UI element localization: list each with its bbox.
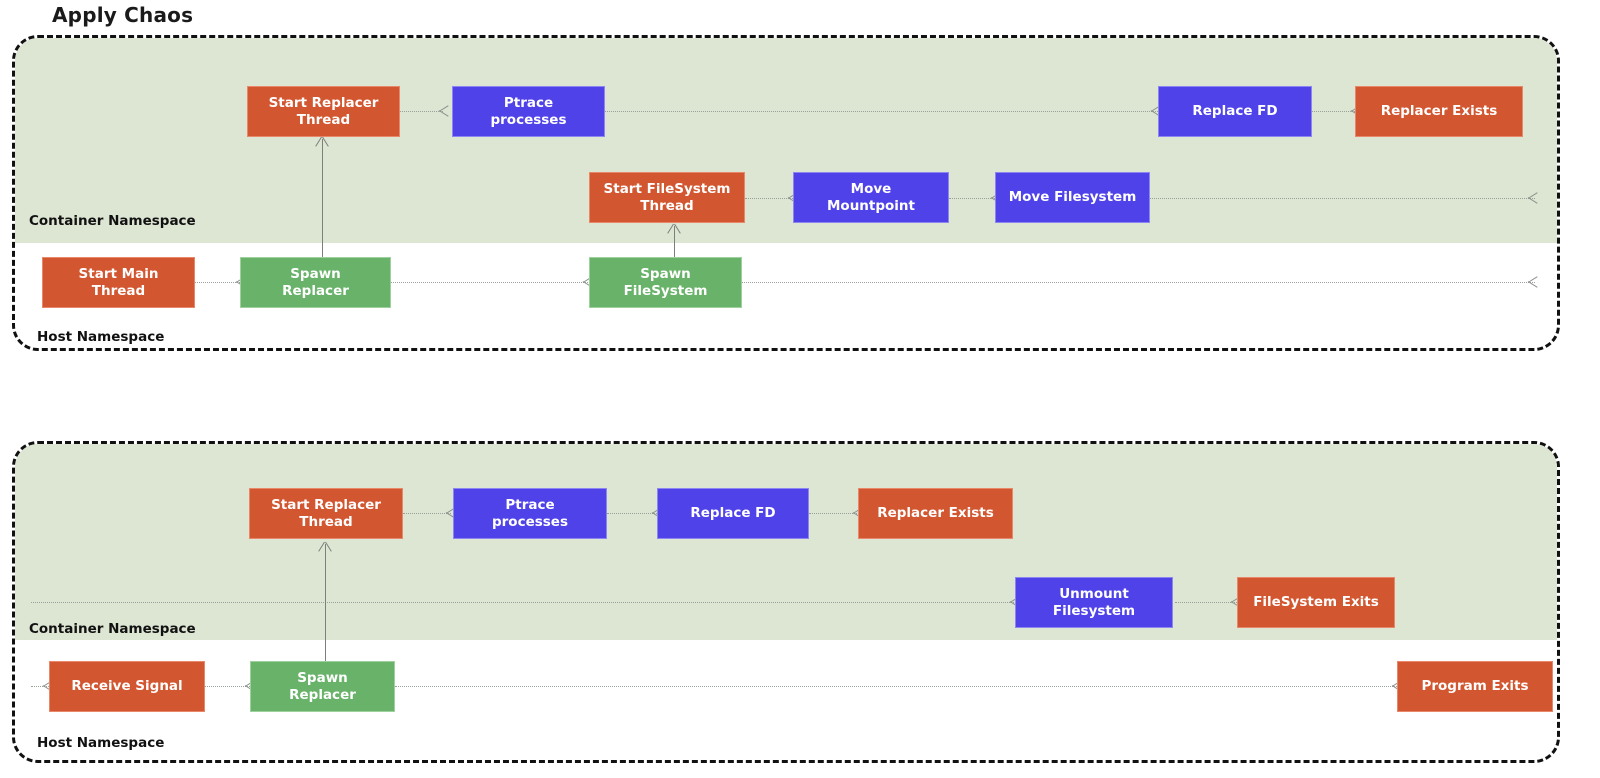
node-replace-fd[interactable]: Replace FD	[657, 488, 809, 539]
container-namespace-band	[15, 38, 1557, 243]
node-start-filesystem-thread[interactable]: Start FileSystem Thread	[589, 172, 745, 223]
node-spawn-replacer[interactable]: Spawn Replacer	[250, 661, 395, 712]
edge-receive-signal-to-spawn-replacer	[205, 686, 250, 688]
arrowhead-icon	[1528, 276, 1540, 288]
node-program-exits[interactable]: Program Exits	[1397, 661, 1553, 712]
node-replacer-exists[interactable]: Replacer Exists	[1355, 86, 1523, 137]
page-title: Apply Chaos	[52, 3, 194, 27]
node-move-filesystem[interactable]: Move Filesystem	[995, 172, 1150, 223]
edge-spawn-replacer-to-spawn-filesystem	[391, 282, 588, 284]
node-replacer-exists[interactable]: Replacer Exists	[858, 488, 1013, 539]
node-start-main-thread[interactable]: Start Main Thread	[42, 257, 195, 308]
edge-spawn-replacer-to-program-exits	[395, 686, 1397, 688]
node-filesystem-exits[interactable]: FileSystem Exits	[1237, 577, 1395, 628]
edge-start-main-thread-to-spawn-replacer	[195, 282, 240, 284]
container-namespace-label: Container Namespace	[29, 213, 196, 229]
panel-recover-chaos: Container Namespace Host Namespace Start…	[12, 441, 1560, 763]
node-move-mountpoint[interactable]: Move Mountpoint	[793, 172, 949, 223]
node-receive-signal[interactable]: Receive Signal	[49, 661, 205, 712]
node-ptrace-processes[interactable]: Ptrace processes	[452, 86, 605, 137]
node-unmount-filesystem[interactable]: Unmount Filesystem	[1015, 577, 1173, 628]
host-namespace-label: Host Namespace	[37, 735, 165, 751]
node-ptrace-processes[interactable]: Ptrace processes	[453, 488, 607, 539]
container-namespace-label: Container Namespace	[29, 621, 196, 637]
edge-in-to-receive-signal	[31, 686, 49, 688]
panel-apply-chaos: Container Namespace Host Namespace Start…	[12, 35, 1560, 351]
node-spawn-filesystem[interactable]: Spawn FileSystem	[589, 257, 742, 308]
node-start-replacer-thread[interactable]: Start Replacer Thread	[247, 86, 400, 137]
node-replace-fd[interactable]: Replace FD	[1158, 86, 1312, 137]
node-start-replacer-thread[interactable]: Start Replacer Thread	[249, 488, 403, 539]
edge-spawn-filesystem-out	[742, 282, 1535, 284]
host-namespace-label: Host Namespace	[37, 329, 165, 345]
node-spawn-replacer[interactable]: Spawn Replacer	[240, 257, 391, 308]
